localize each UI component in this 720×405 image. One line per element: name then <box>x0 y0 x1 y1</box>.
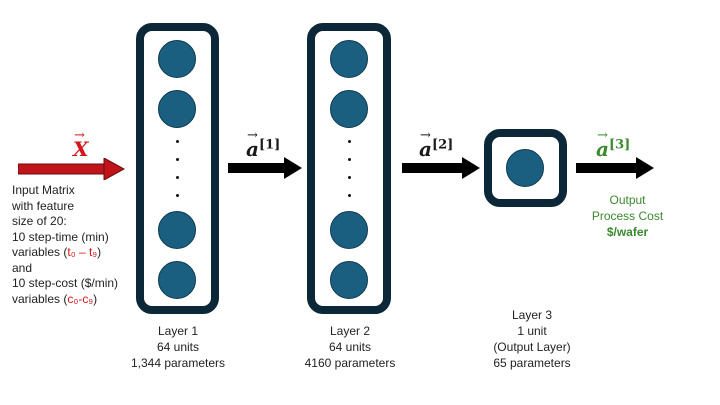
input-description: Input Matrix with feature size of 20: 10… <box>12 183 118 307</box>
ellipsis-dot <box>176 176 179 179</box>
vector-arrow-icon: → <box>247 128 258 143</box>
vector-arrow-icon: → <box>74 128 85 143</box>
ellipsis-dot <box>348 176 351 179</box>
layer-2-caption: Layer 2 64 units 4160 parameters <box>290 323 410 371</box>
layer-2-box <box>307 23 391 314</box>
layer-3-box <box>484 129 567 207</box>
layer-name: Layer 2 <box>329 324 371 338</box>
activation-3-label: → a[3] <box>596 128 631 161</box>
output-line: Process Cost <box>591 209 664 223</box>
layer-1-caption: Layer 1 64 units 1,344 parameters <box>117 323 239 371</box>
activation-2-arrow <box>402 157 480 179</box>
neuron <box>158 90 196 128</box>
output-unit: $/wafer <box>606 225 649 239</box>
neuron <box>330 261 368 299</box>
layer-name: Layer 3 <box>511 308 553 322</box>
activation-1-label: → a[1] <box>246 128 281 161</box>
input-line: 10 step-time (min) <box>12 229 109 244</box>
cost-variables-line: variables (c₀-c₉) <box>12 291 98 306</box>
ellipsis-dot <box>348 158 351 161</box>
neuron <box>330 90 368 128</box>
vector-arrow-icon: → <box>597 128 608 143</box>
output-line: Output <box>609 193 646 207</box>
layer-units: 1 unit <box>517 324 547 338</box>
layer-1-box <box>136 23 219 314</box>
layer-name: Layer 1 <box>157 324 199 338</box>
activation-1-arrow <box>228 157 302 179</box>
cost-variables-range: c₀-c₉ <box>67 291 94 306</box>
ellipsis-dot <box>348 140 351 143</box>
neuron <box>330 211 368 249</box>
layer-params: 1,344 parameters <box>130 356 226 370</box>
input-line: 10 step-cost ($/min) <box>12 276 119 290</box>
activation-2-label: → a[2] <box>419 128 454 161</box>
output-description: Output Process Cost $/wafer <box>585 192 670 240</box>
neuron <box>158 40 196 78</box>
input-arrow <box>18 158 126 180</box>
layer-params: 65 parameters <box>493 356 571 370</box>
input-vector-label: → X <box>73 128 89 161</box>
neuron <box>330 40 368 78</box>
ellipsis-dot <box>176 140 179 143</box>
output-arrow <box>576 157 654 179</box>
layer-units: 64 units <box>156 340 200 354</box>
layer-params: 4160 parameters <box>304 356 396 370</box>
vector-arrow-icon: → <box>420 128 431 143</box>
layer-3-caption: Layer 3 1 unit (Output Layer) 65 paramet… <box>470 307 594 371</box>
input-line: with feature <box>12 198 75 213</box>
input-line: Input Matrix <box>12 183 75 197</box>
layer-role: (Output Layer) <box>493 340 571 354</box>
ellipsis-dot <box>176 158 179 161</box>
ellipsis-dot <box>176 194 179 197</box>
input-line: size of 20: <box>12 214 67 228</box>
time-variables-range: t₀ – t₉ <box>67 245 98 259</box>
neuron <box>158 211 196 249</box>
ellipsis-dot <box>348 194 351 197</box>
neuron <box>506 149 544 187</box>
input-line: and <box>12 260 33 275</box>
neuron <box>158 261 196 299</box>
time-variables-line: variables (t₀ – t₉) <box>12 245 102 259</box>
layer-units: 64 units <box>328 340 372 354</box>
